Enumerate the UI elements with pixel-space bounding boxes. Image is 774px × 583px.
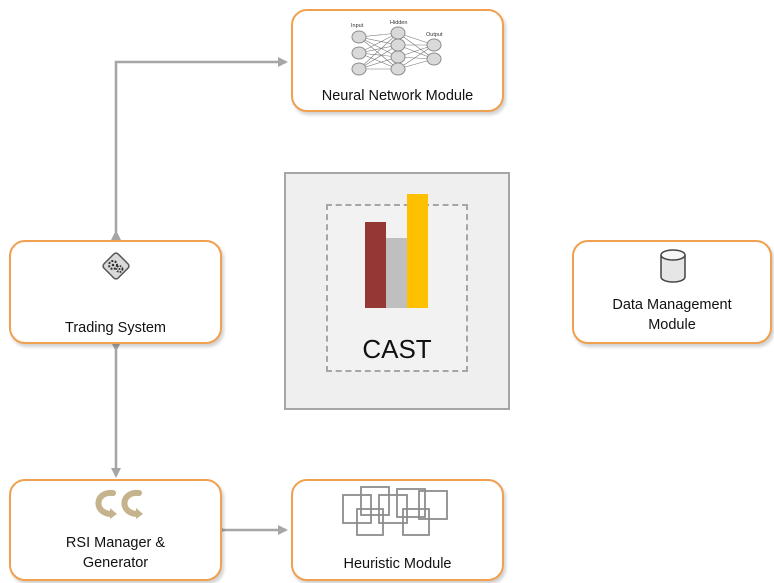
data-management-label-line2: Module [648,317,696,333]
rsi-manager-label-line1: RSI Manager & [65,535,166,551]
logo-bar-red [365,222,386,308]
trading-system-module[interactable]: Trading System [9,240,222,344]
logo-bar-yellow [407,194,428,308]
nn-hidden-label: Hidden [390,20,407,26]
nn-input-label: Input [351,23,364,29]
data-management-module[interactable]: Data Management Module [572,240,772,344]
rsi-manager-label-line2: Generator [82,555,149,571]
overlapping-squares-icon [342,486,448,536]
cast-title: CAST [362,334,432,364]
database-icon [660,249,686,283]
rsi-manager-module[interactable]: RSI Manager & Generator [9,479,222,581]
neural-network-module[interactable]: Input Hidden Output Neural Network Modul… [291,9,504,112]
heuristic-module[interactable]: Heuristic Module [291,479,504,581]
nn-output-label: Output [426,32,443,38]
connector-trading-to-neural [111,57,288,240]
neural-network-module-label: Neural Network Module [321,88,474,104]
gears-icon [102,252,130,280]
cycle-arrows-icon [95,489,143,519]
trading-system-label: Trading System [65,320,166,336]
data-management-label-line1: Data Management [612,297,732,313]
logo-bar-gray [386,238,407,308]
heuristic-module-label: Heuristic Module [343,556,452,572]
cast-logo-frame: CAST [326,194,468,372]
neural-network-icon: Input Hidden Output [351,20,443,76]
cast-panel: CAST [284,172,510,410]
